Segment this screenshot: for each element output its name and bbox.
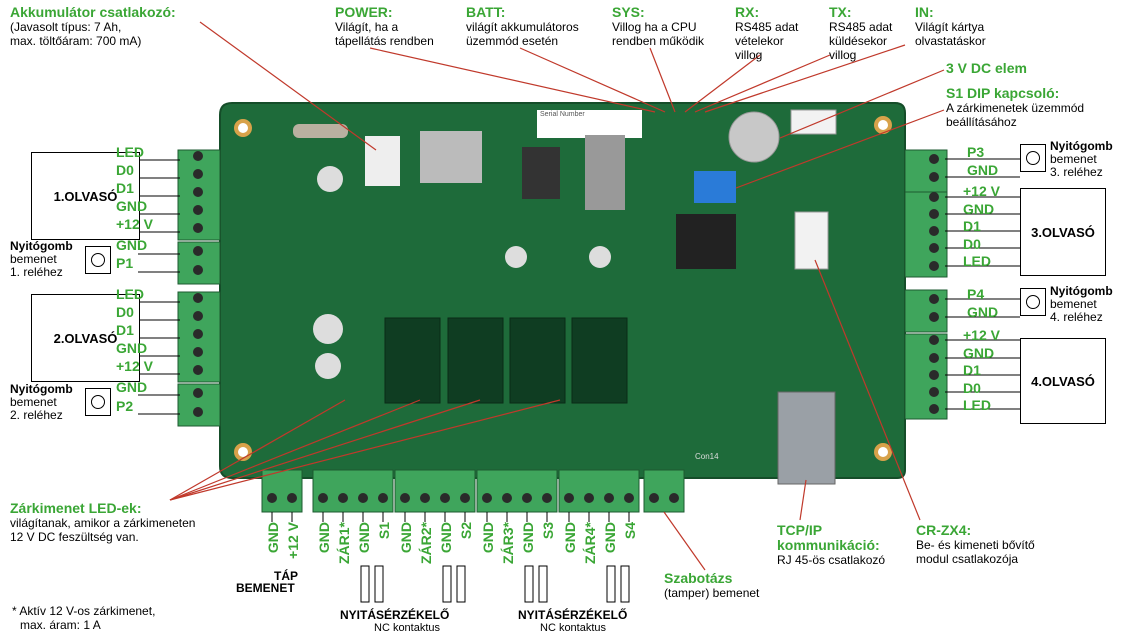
btn3-icon: [1020, 144, 1046, 172]
btn3-pins: P3 GND: [967, 144, 999, 178]
term-8: GND: [438, 522, 454, 554]
term-0: GND: [265, 522, 281, 554]
term-10: GND: [480, 522, 496, 554]
tx-annotation: TX: RS485 adat küldésekor villog: [829, 4, 893, 63]
serial-label-area: [537, 110, 642, 138]
sys-annotation: SYS: Villog ha a CPU rendben működik: [612, 4, 705, 49]
reader2-box: 2.OLVASÓ: [31, 294, 140, 382]
term-13: S3: [540, 522, 556, 540]
tap-sub: BEMENET: [236, 581, 295, 595]
cpu-chip: [676, 214, 736, 269]
btn4-pins: P4 GND: [967, 286, 999, 320]
tcp-annotation: TCP/IP kommunikáció: RJ 45-ös csatlakozó: [777, 522, 886, 568]
term-3: ZÁR1*: [336, 522, 352, 565]
sensor-b-sub: NC kontaktus: [540, 622, 607, 634]
btn3-label: Nyitógomb bemenet 3. reléhez: [1050, 139, 1113, 179]
akku-annotation: Akkumulátor csatlakozó: (Javasolt típus:…: [10, 4, 176, 49]
reader3-box: 3.OLVASÓ: [1020, 188, 1106, 276]
term-11: ZÁR3*: [500, 522, 516, 565]
term-2: GND: [316, 522, 332, 554]
term-4: GND: [356, 522, 372, 554]
term-15: ZÁR4*: [582, 522, 598, 565]
power-annotation: POWER: Világít, ha a tápellátás rendben: [335, 4, 434, 49]
led-annotation: Zárkimenet LED-ek: világítanak, amikor a…: [10, 500, 196, 545]
term-7: ZÁR2*: [418, 522, 434, 565]
annotation-lines: [169, 21, 945, 571]
crzx4-annotation: CR-ZX4: Be- és kimeneti bővítő modul csa…: [916, 522, 1035, 567]
btn1-icon: [85, 246, 111, 274]
btn4-label: Nyitógomb bemenet 4. reléhez: [1050, 284, 1113, 324]
term-9: S2: [458, 522, 474, 540]
note-line1: * Aktív 12 V-os zárkimenet,: [12, 604, 156, 618]
term-17: S4: [622, 522, 638, 540]
bottom-terminals: [261, 469, 685, 513]
tap-label: TÁP: [274, 569, 298, 583]
ext-connector: [794, 211, 829, 270]
batt-annotation: BATT: világít akkumulátoros üzemmód eset…: [466, 4, 579, 49]
in-annotation: IN: Világít kártya olvastatáskor: [915, 4, 986, 49]
btn2-icon: [85, 388, 111, 416]
reader4-box: 4.OLVASÓ: [1020, 338, 1106, 424]
reader4-pins: +12 V GND D1 D0 LED: [963, 327, 1000, 413]
dip-annotation: S1 DIP kapcsoló: A zárkimenetek üzemmód …: [946, 85, 1085, 130]
coin-battery: [728, 111, 780, 163]
term-1: +12 V: [285, 522, 301, 559]
reader3-pins: +12 V GND D1 D0 LED: [963, 183, 1000, 269]
con14-label: Con14: [695, 452, 719, 461]
serial-label: Serial Number: [540, 111, 585, 118]
sensor-a-sub: NC kontaktus: [374, 622, 441, 634]
right-terminals: [904, 149, 948, 420]
reader2-pins: LED D0 D1 GND +12 V: [116, 286, 153, 374]
term-16: GND: [602, 522, 618, 554]
term-12: GND: [520, 522, 536, 554]
note-line2: max. áram: 1 A: [20, 618, 101, 632]
sensor-a-label: NYITÁSÉRZÉKELŐ: [340, 608, 450, 622]
btn2-pins: GND P2: [116, 379, 148, 414]
dip-switch: [694, 171, 736, 203]
term-5: S1: [376, 522, 392, 540]
btn2-label: Nyitógomb bemenet 2. reléhez: [10, 382, 73, 422]
term-6: GND: [398, 522, 414, 554]
term-14: GND: [562, 522, 578, 554]
reader1-box: 1.OLVASÓ: [31, 152, 140, 240]
btn4-icon: [1020, 288, 1046, 316]
rj45-jack: [777, 391, 836, 485]
dc-annotation: 3 V DC elem: [946, 60, 1027, 76]
tamper-annotation: Szabotázs (tamper) bemenet: [664, 570, 760, 601]
btn1-pins: GND P1: [116, 237, 148, 271]
rx-annotation: RX: RS485 adat vételekor villog: [735, 4, 799, 63]
sensor-b-label: NYITÁSÉRZÉKELŐ: [518, 608, 628, 622]
relays: [384, 317, 628, 404]
btn1-label: Nyitógomb bemenet 1. reléhez: [10, 239, 73, 279]
reader1-pins: LED D0 D1 GND +12 V: [116, 144, 153, 232]
